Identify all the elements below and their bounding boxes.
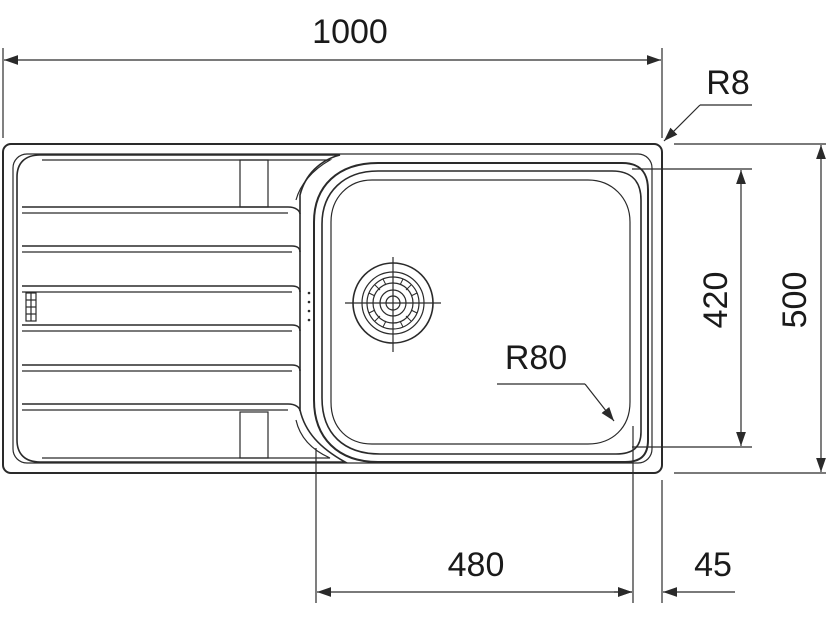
drainer-board [16, 154, 349, 463]
bowl-width-label: 480 [448, 546, 505, 584]
overall-depth-label: 500 [776, 272, 814, 329]
corner-radius-label: R8 [706, 64, 749, 102]
dimension-overall-width: 1000 [2, 13, 663, 138]
overall-width-label: 1000 [312, 13, 388, 51]
drain-waste-icon [345, 257, 441, 352]
bowl-depth-label: 420 [697, 272, 735, 329]
drainer-ribs [22, 206, 301, 412]
dimension-corner-radius: R8 [663, 64, 752, 142]
rim-offset-label: 45 [694, 546, 732, 584]
dimension-rim-offset: 45 [614, 480, 735, 603]
sink-outline [2, 143, 663, 474]
dimension-bowl-depth: 420 [632, 168, 752, 448]
bowl-radius-label: R80 [505, 339, 567, 377]
dimension-bowl-radius: R80 [497, 339, 615, 422]
dimension-overall-depth: 500 [674, 143, 826, 474]
overflow-grille [25, 292, 37, 322]
sink-bowl [313, 162, 649, 463]
drainer-strips [239, 159, 269, 459]
tap-marks [307, 291, 311, 322]
dimension-bowl-width: 480 [315, 426, 634, 603]
